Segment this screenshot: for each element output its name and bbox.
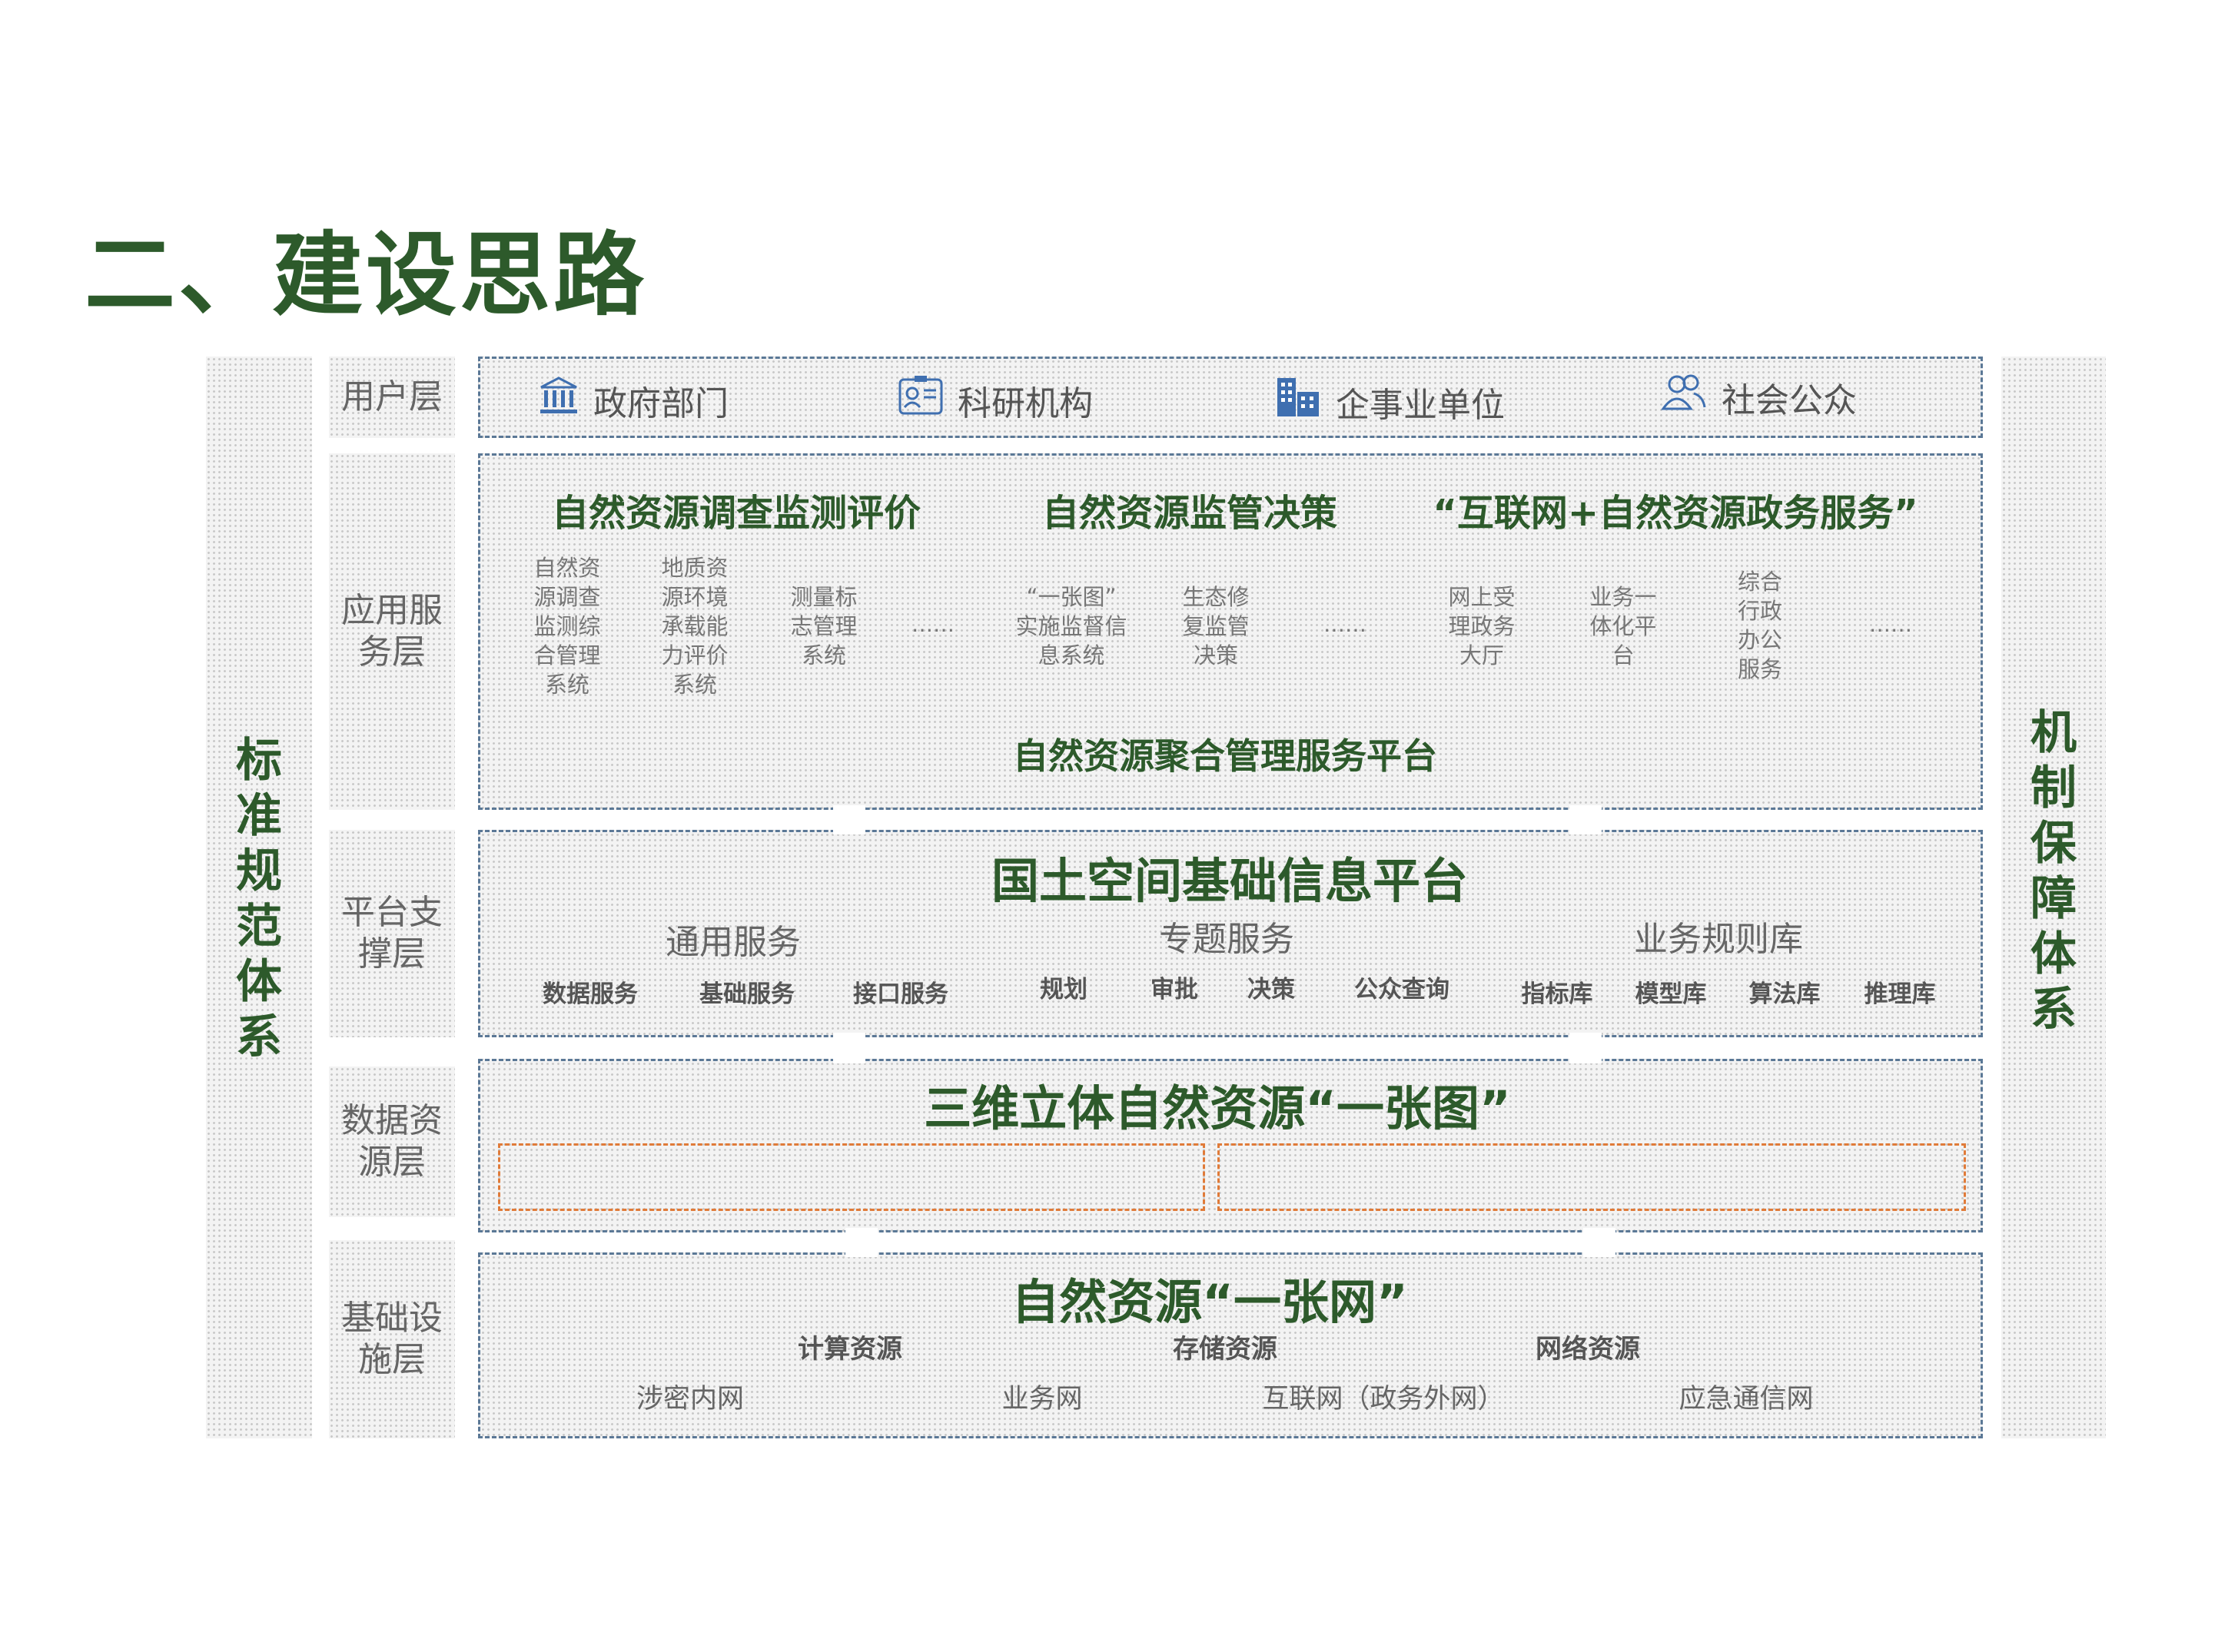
page-title: 二、建设思路 (85, 222, 648, 328)
app-group-title-survey: 自然资源调查监测评价 (551, 492, 921, 535)
mechanism-guarantee-column: 机 制 保 障 体 系 (2001, 357, 2106, 1438)
infra-network-business: 业务网 (1001, 1384, 1083, 1415)
app-item-more-egov: …… (1869, 612, 1912, 637)
infra-resource-network: 网络资源 (1536, 1334, 1640, 1365)
standards-system-label: 标 准 规 范 体 系 (236, 734, 282, 1064)
user-item-label: 企事业单位 (1336, 385, 1505, 425)
infra-resource-compute: 计算资源 (798, 1334, 902, 1365)
platform-group-title-rules: 业务规则库 (1634, 920, 1803, 959)
user-item-label: 科研机构 (958, 383, 1093, 423)
app-item-more-supervision: …… (1323, 612, 1366, 637)
app-item-more-survey: …… (911, 612, 955, 637)
user-item-research: 科研机构 (898, 375, 1093, 425)
standards-system-column: 标 准 规 范 体 系 (206, 357, 312, 1438)
people-icon (1660, 372, 1708, 422)
connector-gap (1569, 805, 1602, 834)
platform-title: 国土空间基础信息平台 (991, 853, 1469, 909)
platform-item-interface-service: 接口服务 (853, 980, 948, 1008)
platform-item-algorithm-lib: 算法库 (1748, 980, 1821, 1008)
infra-network-classified: 涉密内网 (636, 1384, 745, 1415)
app-item-admin-office: 综合行政办公服务 (1737, 569, 1783, 682)
mechanism-guarantee-label: 机 制 保 障 体 系 (2030, 706, 2077, 1037)
app-item-ecology-restoration: 生态修复监管决策 (1182, 584, 1250, 668)
app-item-online-hall: 网上受理政务大厅 (1448, 584, 1516, 668)
layer-label-infrastructure: 基础设施层 (329, 1240, 455, 1438)
id-card-icon (898, 375, 944, 425)
office-buildings-icon (1274, 375, 1322, 428)
government-building-icon (538, 375, 579, 425)
app-item-geology-system: 地质资源环境承载能力评价系统 (661, 555, 729, 698)
connector-gap (845, 1228, 878, 1257)
user-item-public: 社会公众 (1660, 372, 1857, 422)
connector-gap (833, 1033, 865, 1063)
platform-item-model-lib: 模型库 (1635, 980, 1707, 1008)
app-item-integrated-platform: 业务一体化平台 (1589, 584, 1657, 668)
infra-network-internet: 互联网（政务外网） (1262, 1384, 1505, 1415)
platform-item-decision: 决策 (1247, 976, 1295, 1003)
platform-item-public-query: 公众查询 (1354, 976, 1449, 1003)
connector-gap (1583, 1228, 1615, 1257)
infrastructure-layer-panel (478, 1252, 1983, 1438)
user-item-government: 政府部门 (538, 375, 729, 425)
application-layer-panel (478, 453, 1983, 810)
layer-label-data: 数据资源层 (329, 1067, 455, 1217)
platform-item-inference-lib: 推理库 (1864, 980, 1936, 1008)
app-item-survey-system: 自然资源调查监测综合管理系统 (533, 555, 601, 698)
app-item-survey-mark-system: 测量标志管理系统 (790, 584, 858, 668)
layer-label-user: 用户层 (329, 357, 455, 438)
platform-item-base-service: 基础服务 (699, 980, 795, 1008)
data-resource-box-right (1217, 1143, 1966, 1211)
user-item-label: 社会公众 (1722, 380, 1857, 420)
user-layer-panel (478, 357, 1983, 438)
user-item-label: 政府部门 (593, 383, 729, 423)
data-layer-panel (478, 1059, 1983, 1232)
platform-group-title-thematic: 专题服务 (1159, 920, 1294, 959)
user-item-enterprise: 企事业单位 (1274, 375, 1505, 428)
platform-group-title-general: 通用服务 (666, 923, 801, 962)
app-item-onemap-system: “一张图”实施监督信息系统 (1015, 584, 1127, 668)
infra-layer-title: 自然资源“一张网” (1011, 1274, 1408, 1330)
layer-label-platform: 平台支撑层 (329, 830, 455, 1037)
infra-resource-storage: 存储资源 (1173, 1334, 1277, 1365)
layer-label-application: 应用服务层 (329, 453, 455, 810)
platform-item-planning: 规划 (1040, 976, 1087, 1003)
app-group-title-supervision: 自然资源监管决策 (1041, 492, 1338, 535)
connector-gap (1569, 1033, 1602, 1063)
app-group-title-egov: “互联网+自然资源政务服务” (1433, 492, 1918, 535)
data-layer-title: 三维立体自然资源“一张图” (924, 1080, 1511, 1136)
platform-item-approval: 审批 (1151, 976, 1198, 1003)
app-platform-name: 自然资源聚合管理服务平台 (1013, 735, 1437, 777)
platform-layer-panel (478, 830, 1983, 1037)
data-resource-box-left (498, 1143, 1205, 1211)
platform-item-indicator-lib: 指标库 (1521, 980, 1593, 1008)
connector-gap (833, 805, 865, 834)
platform-item-data-service: 数据服务 (543, 980, 638, 1008)
infra-network-emergency: 应急通信网 (1678, 1384, 1814, 1415)
